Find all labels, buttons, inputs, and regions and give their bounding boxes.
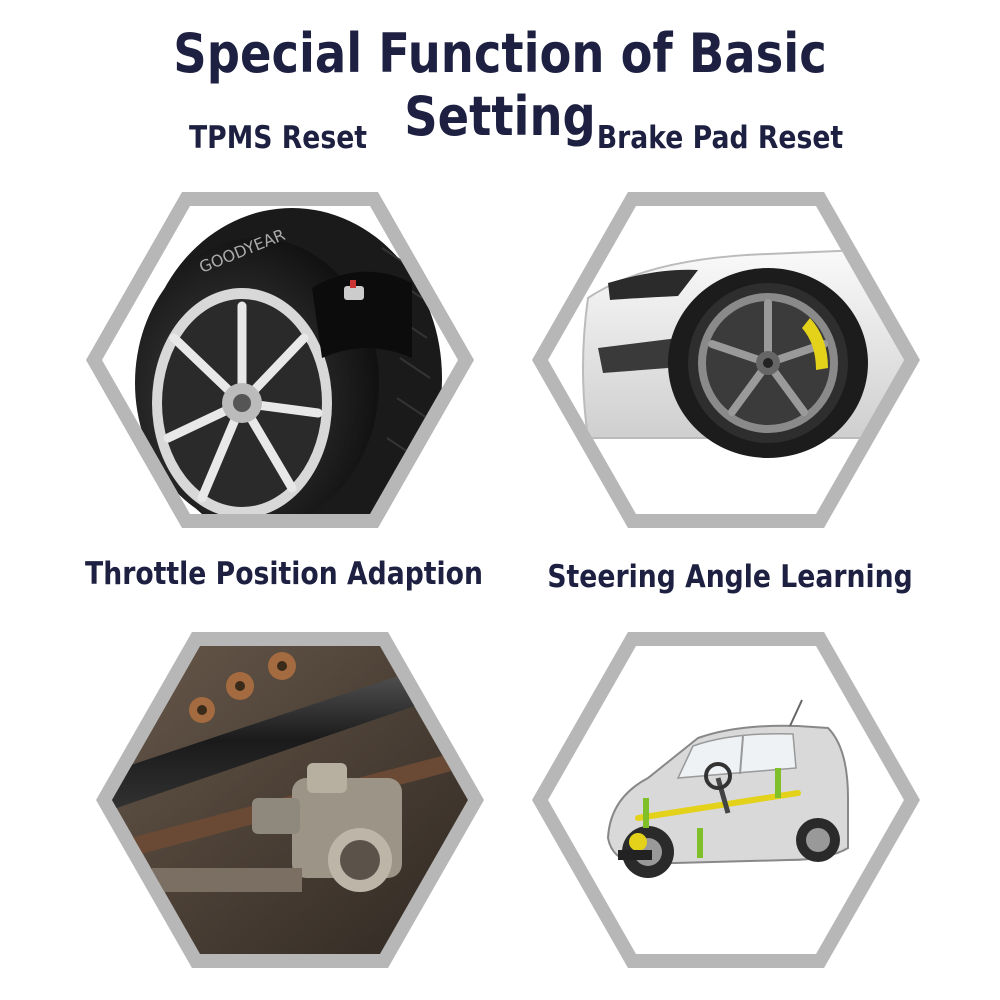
car-steering-icon — [532, 632, 920, 968]
page-title: Special Function of Basic Setting — [173, 22, 827, 148]
tire-icon: GOODYEAR — [86, 192, 474, 528]
feature-label-tpms: TPMS Reset — [188, 120, 368, 156]
feature-card-steering — [528, 628, 924, 972]
engine-throttle-icon — [96, 632, 484, 968]
feature-card-brake-pad — [528, 188, 924, 532]
car-wheel-brake-icon — [532, 192, 920, 528]
feature-label-steering: Steering Angle Learning — [547, 559, 913, 595]
feature-card-throttle — [92, 628, 488, 972]
feature-label-throttle: Throttle Position Adaption — [85, 556, 483, 592]
feature-label-brake-pad: Brake Pad Reset — [596, 120, 844, 156]
feature-card-tpms: GOODYEAR — [82, 188, 478, 532]
